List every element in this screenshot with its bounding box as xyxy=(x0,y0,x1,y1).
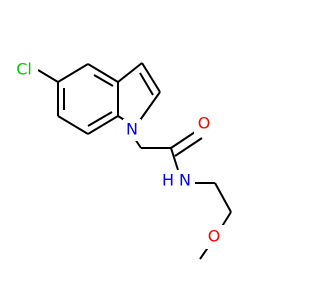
bond xyxy=(87,63,119,83)
bond xyxy=(57,63,89,83)
ether-oxygen-label-bg xyxy=(204,225,224,249)
cl-label-bg xyxy=(8,58,38,82)
ring-nitrogen-label: N xyxy=(126,120,138,139)
bond xyxy=(214,182,232,213)
bond xyxy=(37,69,59,83)
bond xyxy=(87,111,113,127)
bond xyxy=(141,62,161,93)
bond xyxy=(139,72,154,96)
carbonyl-oxygen-label: O xyxy=(198,114,211,133)
amide-hydrogen-label-bg xyxy=(159,170,177,194)
ring-nitrogen-label-bg xyxy=(123,119,141,141)
bond xyxy=(174,137,203,157)
carbonyl-oxygen-label-bg xyxy=(194,112,214,136)
bond xyxy=(137,91,161,124)
bond xyxy=(170,147,179,171)
bond xyxy=(87,115,119,135)
bond xyxy=(93,74,114,87)
ether-oxygen-label: O xyxy=(208,227,221,246)
bond xyxy=(117,62,143,83)
bond xyxy=(170,129,199,149)
bond xyxy=(57,115,89,135)
atom-label-layer: Cl N O N H O xyxy=(8,58,224,249)
bond-layer xyxy=(37,62,232,260)
structure-canvas: Cl N O N H O xyxy=(8,58,232,260)
amide-hydrogen-label: H xyxy=(162,171,174,190)
molecule-structure: Cl N O N H O xyxy=(8,58,232,260)
chlorine-label: Cl xyxy=(16,60,32,79)
amide-nitrogen-label: N xyxy=(179,171,191,190)
amide-nitrogen-label-bg xyxy=(175,170,195,194)
